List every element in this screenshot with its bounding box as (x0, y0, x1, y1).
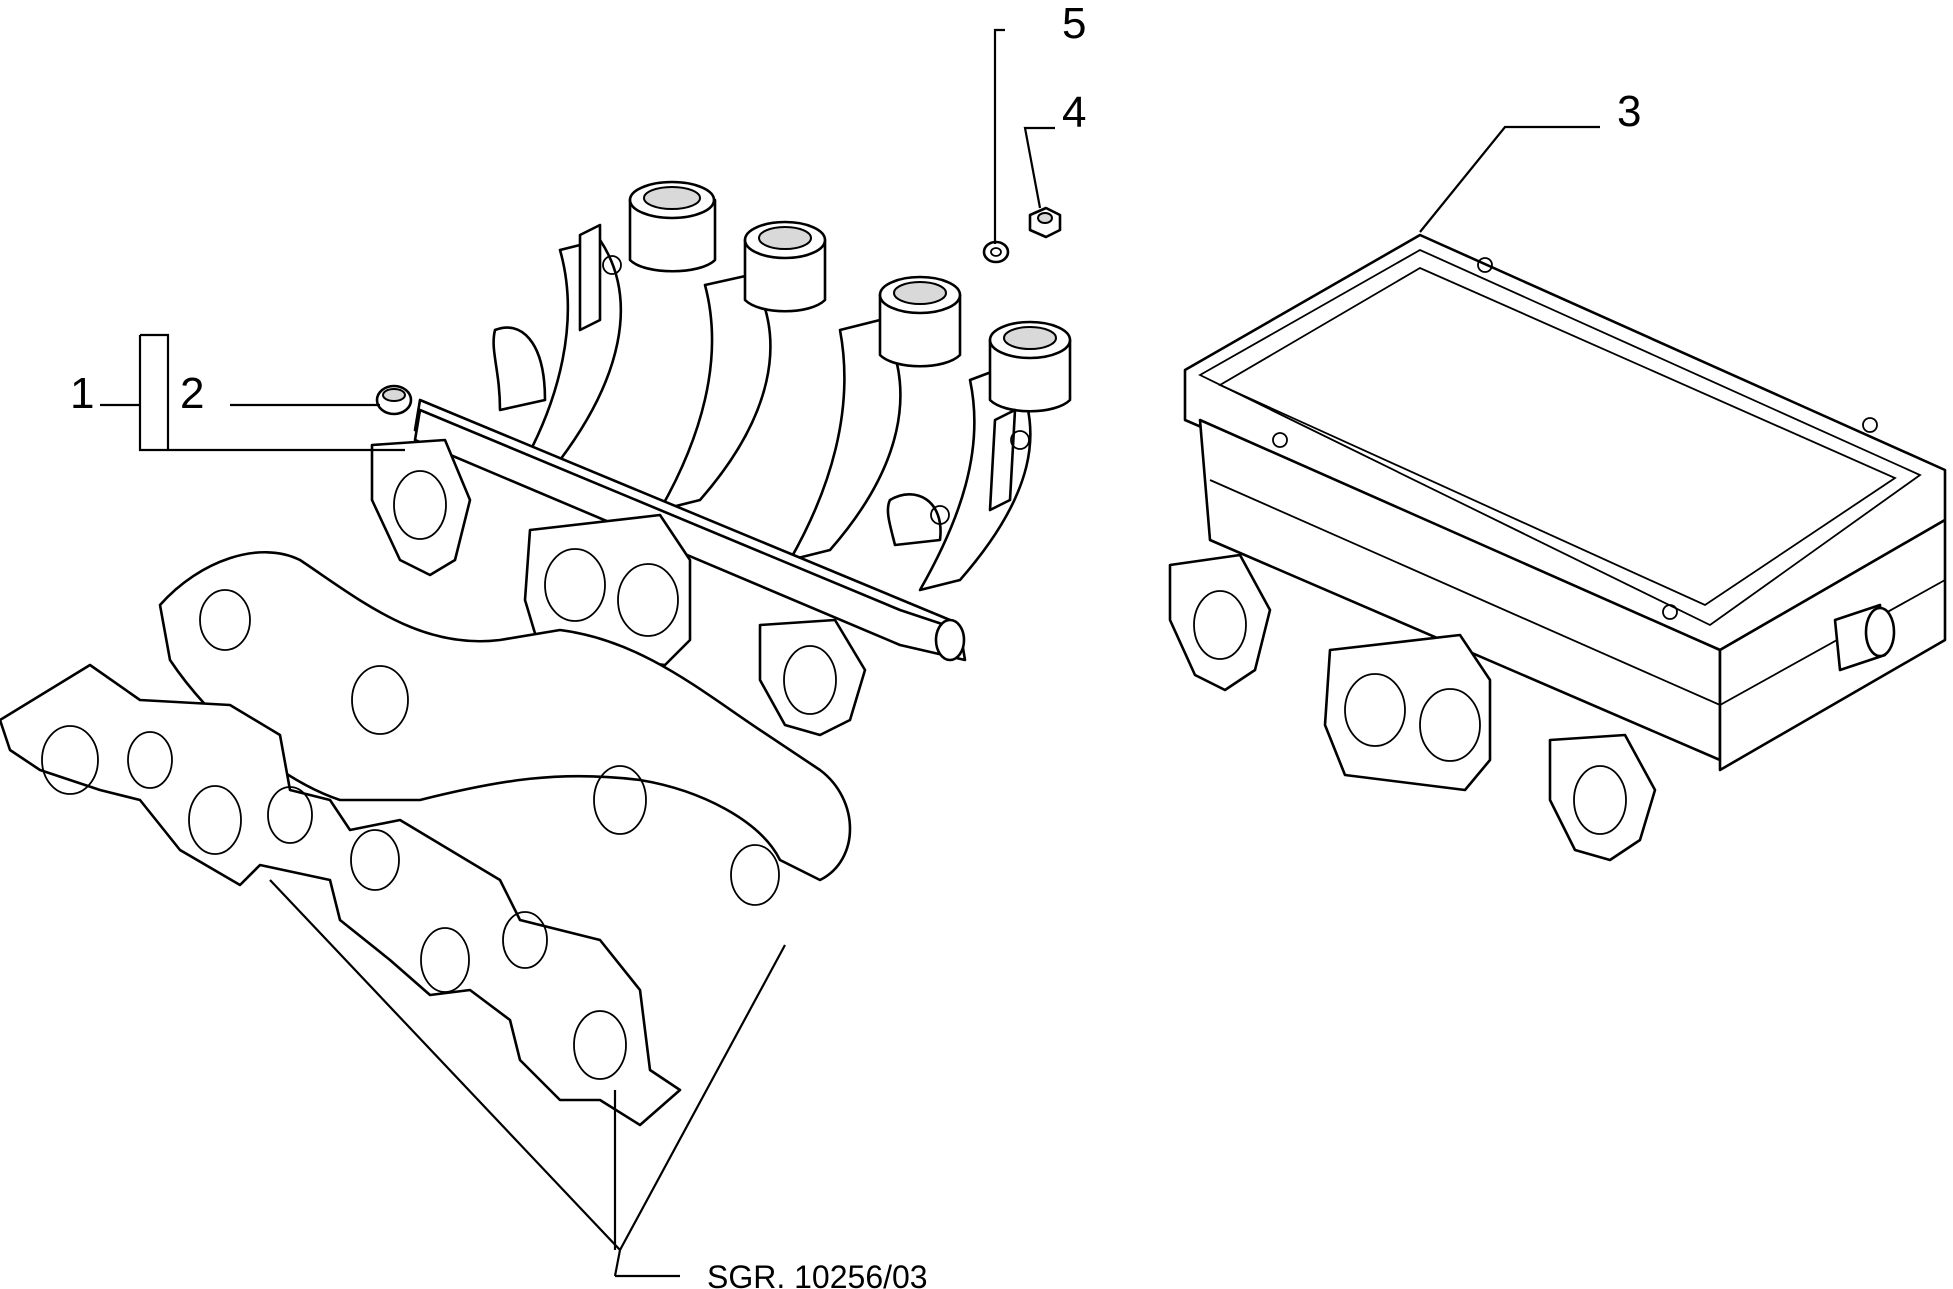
drawing-reference-code: SGR. 10256/03 (707, 1259, 928, 1289)
nut-part-4 (1028, 206, 1062, 239)
callout-2: 2 (180, 369, 204, 418)
manifold-flange-4 (758, 618, 867, 737)
washer-part-5 (982, 240, 1010, 264)
exhaust-manifold-pipe (158, 551, 852, 906)
leader-lines (100, 28, 1600, 1278)
manifold-runner-1 (518, 180, 717, 472)
callout-1: 1 (70, 369, 94, 418)
plug-part-2 (375, 384, 413, 416)
callout-3: 3 (1617, 87, 1641, 136)
manifold-runner-2 (658, 220, 827, 512)
plenum-flange-1 (1168, 553, 1272, 692)
callout-5: 5 (1062, 0, 1086, 48)
callout-4: 4 (1062, 88, 1086, 137)
manifold-flange-1 (370, 438, 472, 577)
manifold-assembly (370, 180, 1072, 737)
manifold-flange-2-3 (523, 513, 692, 667)
exhaust-gasket (0, 663, 682, 1127)
plenum-flange-2-3 (1323, 633, 1492, 792)
manifold-runner-3 (788, 275, 962, 562)
plenum-chamber (1168, 233, 1947, 862)
plenum-flange-4 (1548, 733, 1657, 862)
